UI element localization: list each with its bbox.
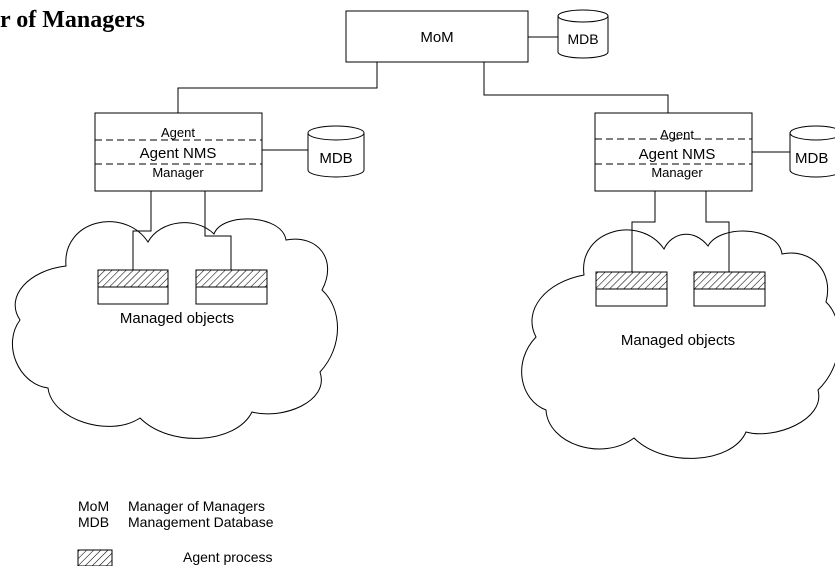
left-agent-process-link-2	[204, 191, 232, 270]
mom-to-right-nms-line	[483, 62, 669, 113]
agent-label: Agent	[660, 127, 694, 142]
managed-objects-label-left: Managed objects	[120, 310, 234, 327]
managed-objects-cloud-left	[11, 218, 338, 439]
connection-lines	[177, 36, 790, 153]
agent-nms-label: Agent NMS	[639, 146, 716, 163]
agent-label: Agent	[161, 125, 195, 140]
managed-objects-label-right: Managed objects	[621, 332, 735, 349]
mom-to-left-nms-line	[177, 62, 378, 113]
agent-process-box	[693, 271, 766, 307]
agent-process-box	[97, 269, 169, 305]
legend-mom-abbr: MoM	[78, 498, 109, 514]
diagram-title: r of Managers	[0, 7, 145, 33]
mdb-label: MDB	[319, 150, 352, 167]
mdb-cylinder-left: MDB	[307, 125, 365, 178]
mdb-cylinder-top: MDB	[557, 9, 609, 59]
legend-agent-process-swatch	[77, 549, 113, 566]
legend-mom-desc: Manager of Managers	[128, 498, 265, 514]
mdb-cylinder-right: MDB	[789, 125, 835, 178]
manager-label: Manager	[651, 165, 703, 180]
legend-mdb-abbr: MDB	[78, 514, 109, 530]
left-agent-process-link-1	[132, 191, 152, 270]
mdb-label: MDB	[795, 150, 828, 167]
agent-nms-label: Agent NMS	[140, 145, 217, 162]
mom-label: MoM	[420, 29, 453, 46]
right-agent-process-link-2	[705, 191, 730, 272]
agent-nms-box-left: Agent Agent NMS Manager	[94, 112, 263, 192]
manager-label: Manager	[152, 165, 204, 180]
agent-nms-box-right: Agent Agent NMS Manager	[594, 112, 753, 192]
right-agent-process-link-1	[631, 191, 656, 272]
mom-box: MoM	[345, 10, 529, 63]
legend-agent-process-label: Agent process	[183, 549, 273, 565]
legend-mdb-desc: Management Database	[128, 514, 274, 530]
agent-process-box	[595, 271, 668, 307]
agent-process-box	[195, 269, 268, 305]
mdb-label: MDB	[567, 31, 598, 47]
legend: MoM Manager of Managers MDB Management D…	[77, 498, 274, 566]
